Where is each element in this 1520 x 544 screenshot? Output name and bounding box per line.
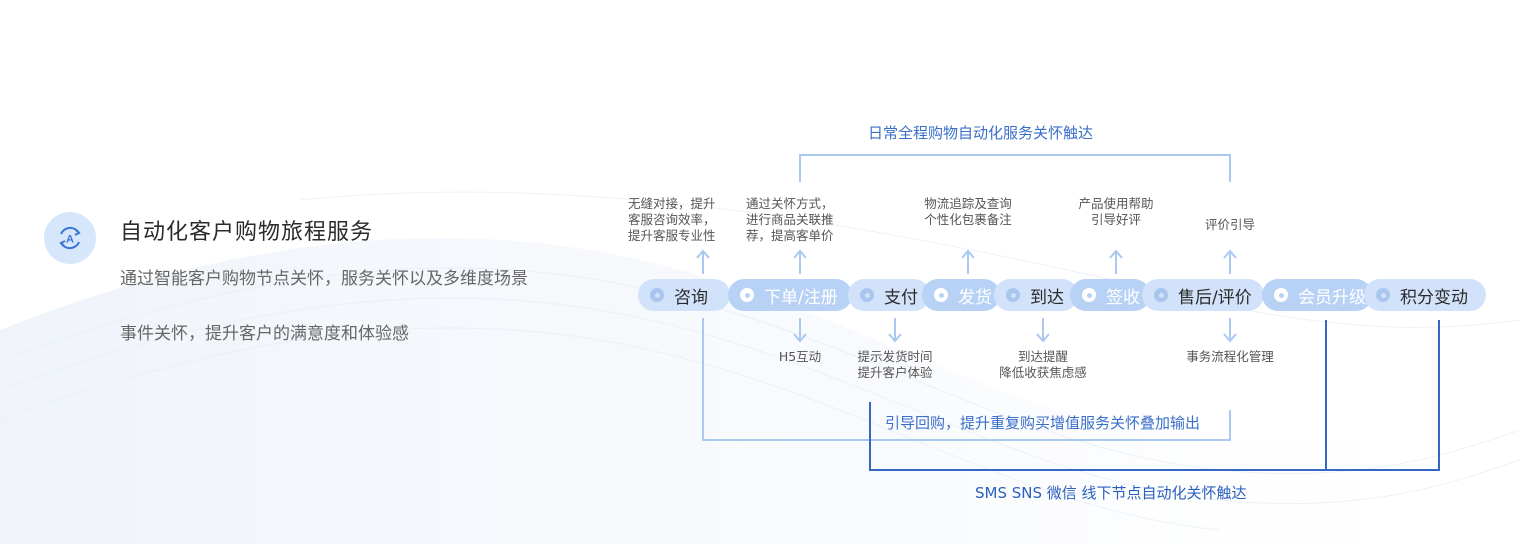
stage-pill-arrive: 到达 xyxy=(994,279,1078,311)
svg-text:A: A xyxy=(66,234,74,246)
note-above-receive: 产品使用帮助 引导好评 xyxy=(1078,196,1154,227)
stage-pill-receive: 签收 xyxy=(1070,279,1150,311)
note-above-consult: 无缝对接，提升 客服咨询效率， 提升客服专业性 xyxy=(628,196,716,243)
stage-label: 到达 xyxy=(1030,287,1064,308)
stage-pill-member: 会员升级 xyxy=(1262,279,1372,311)
stage-dot-icon xyxy=(650,288,664,302)
stage-dot-icon xyxy=(1006,288,1020,302)
note-below-aftersale: 事务流程化管理 xyxy=(1186,349,1274,364)
stage-label: 签收 xyxy=(1106,287,1140,308)
stage-dot-icon xyxy=(1274,288,1288,302)
stage-label: 会员升级 xyxy=(1298,287,1366,308)
stage-dot-icon xyxy=(1376,288,1390,302)
stage-pill-pay: 支付 xyxy=(848,279,930,311)
note-below-pay: 提示发货时间 提升客户体验 xyxy=(857,349,933,380)
automation-refresh-icon: A xyxy=(44,212,96,264)
stage-pill-aftersale: 售后/评价 xyxy=(1142,279,1264,311)
stage-pill-ship: 发货 xyxy=(922,279,1000,311)
stage-pill-points: 积分变动 xyxy=(1364,279,1486,311)
stage-pill-consult: 咨询 xyxy=(638,279,730,311)
stage-dot-icon xyxy=(1082,288,1096,302)
stage-label: 售后/评价 xyxy=(1178,287,1252,308)
stage-label: 积分变动 xyxy=(1400,287,1468,308)
stage-dot-icon xyxy=(934,288,948,302)
note-above-ship: 物流追踪及查询 个性化包裹备注 xyxy=(924,196,1012,227)
stage-pill-order: 下单/注册 xyxy=(728,279,852,311)
bottom-dark-caption: SMS SNS 微信 线下节点自动化关怀触达 xyxy=(975,484,1247,502)
bottom-light-caption: 引导回购，提升重复购买增值服务关怀叠加输出 xyxy=(885,414,1201,432)
note-above-order: 通过关怀方式， 进行商品关联推 荐，提高客单价 xyxy=(746,196,834,243)
stage-dot-icon xyxy=(860,288,874,302)
stage-label: 咨询 xyxy=(674,287,708,308)
note-below-order: H5互动 xyxy=(778,349,822,364)
note-below-arrive: 到达提醒 降低收获焦虑感 xyxy=(999,349,1087,380)
note-above-review: 评价引导 xyxy=(1204,217,1255,232)
section-description: 通过智能客户购物节点关怀，服务关怀以及多维度场景事件关怀，提升客户的满意度和体验… xyxy=(120,269,528,344)
top-caption: 日常全程购物自动化服务关怀触达 xyxy=(868,124,1094,142)
stage-label: 下单/注册 xyxy=(764,287,838,308)
section-title: 自动化客户购物旅程服务 xyxy=(120,220,374,245)
stage-label: 支付 xyxy=(884,287,918,308)
stage-dot-icon xyxy=(740,288,754,302)
stage-label: 发货 xyxy=(958,287,992,308)
stage-dot-icon xyxy=(1154,288,1168,302)
